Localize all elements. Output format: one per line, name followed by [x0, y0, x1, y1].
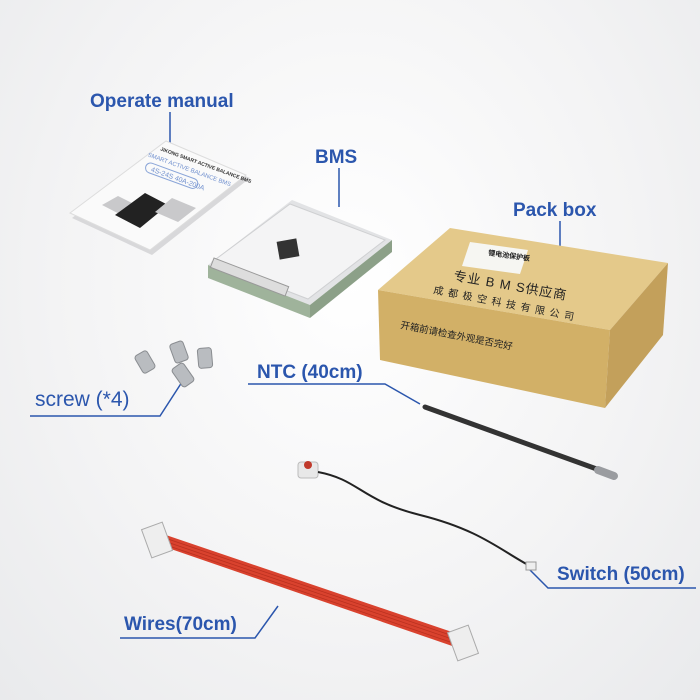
operate-manual: JIKONG SMART ACTIVE BALANCE BMS SMART AC…	[69, 140, 253, 255]
screws	[134, 340, 214, 388]
ntc-cable	[422, 404, 618, 480]
label-pack-box: Pack box	[513, 200, 597, 221]
label-switch: Switch (50cm)	[557, 564, 685, 585]
label-screw: screw (*4)	[35, 388, 130, 411]
ribbon-wires	[140, 521, 480, 662]
switch-cable	[297, 461, 537, 571]
label-operate-manual: Operate manual	[90, 91, 234, 112]
leader-lines	[30, 112, 696, 639]
label-ntc: NTC (40cm)	[257, 362, 363, 383]
bms-board	[208, 200, 392, 318]
label-wires: Wires(70cm)	[124, 614, 237, 635]
label-bms: BMS	[315, 147, 358, 168]
pack-box: 锂电池保护板 专业 B M S供应商 成 都 极 空 科 技 有 限 公 司 开…	[378, 228, 668, 408]
